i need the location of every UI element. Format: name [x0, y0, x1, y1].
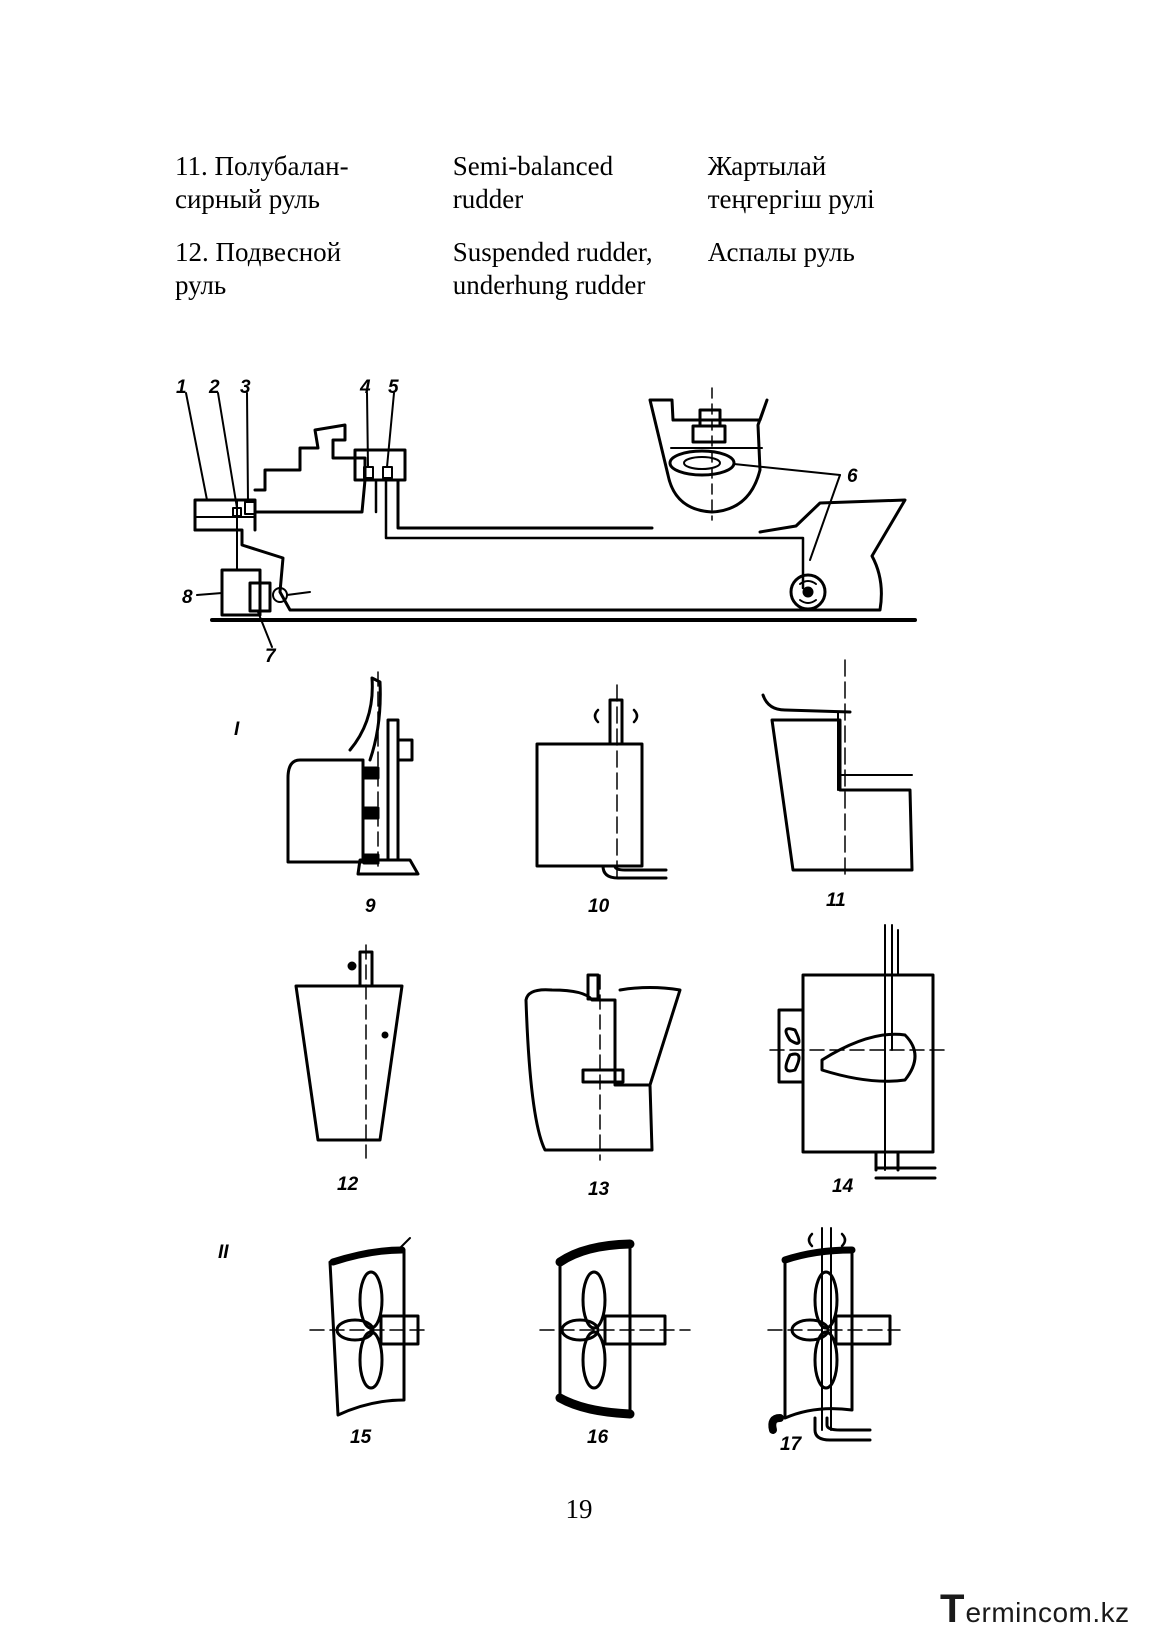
term-text: Semi-balanced — [452, 151, 614, 181]
group-label-ii: II — [218, 1242, 229, 1263]
callout-1: 1 — [176, 377, 187, 398]
rudder-panel-11 — [761, 659, 914, 881]
rudder-panel-16 — [539, 1239, 691, 1419]
panel-label-17: 17 — [780, 1434, 803, 1455]
callout-5: 5 — [388, 377, 399, 398]
term-text: 12. Подвесной — [175, 237, 342, 267]
callout-3: 3 — [240, 377, 251, 398]
rudder-panel-12 — [294, 944, 404, 1159]
page-number: 19 — [565, 1494, 593, 1524]
ship-schematic — [185, 387, 917, 648]
panel-label-10: 10 — [588, 896, 610, 917]
term-row-12: 12. Подвесной руль Suspended rudder, und… — [175, 236, 935, 302]
term-text: Suspended rudder, — [452, 237, 653, 267]
panel-label-9: 9 — [365, 896, 376, 917]
term-russian: 12. Подвесной руль — [175, 236, 453, 302]
watermark-text: ermincom.kz — [965, 1597, 1130, 1628]
callout-7: 7 — [265, 646, 277, 667]
rudder-panel-14 — [769, 924, 946, 1180]
term-russian: 11. Полубалан- сирный руль — [175, 150, 453, 216]
term-text: underhung rudder — [452, 270, 646, 300]
term-text: Жартылай — [707, 151, 827, 181]
rudder-panel-15 — [309, 1237, 431, 1417]
rudder-panel-17 — [767, 1227, 901, 1442]
term-row-11: 11. Полубалан- сирный руль Semi-balanced… — [175, 150, 935, 216]
term-text: rudder — [452, 184, 524, 214]
term-text: теңгергіш рулі — [707, 184, 875, 214]
term-text: 11. Полубалан- — [175, 151, 349, 181]
panel-label-15: 15 — [350, 1427, 372, 1448]
term-kazakh: Аспалы руль — [708, 236, 935, 302]
rudder-panel-9 — [286, 671, 420, 876]
term-english: Suspended rudder, underhung rudder — [453, 236, 708, 302]
callout-2: 2 — [208, 377, 220, 398]
term-english: Semi-balanced rudder — [453, 150, 708, 216]
term-text: сирный руль — [175, 184, 320, 214]
site-watermark: T ermincom.kz — [940, 1587, 1130, 1632]
panel-label-11: 11 — [826, 890, 846, 911]
watermark-initial: T — [940, 1587, 965, 1631]
callout-8: 8 — [182, 587, 193, 608]
rudder-panel-10 — [535, 684, 668, 881]
rudder-panel-13 — [524, 973, 682, 1161]
term-table: 11. Полубалан- сирный руль Semi-balanced… — [175, 150, 935, 322]
callout-6: 6 — [847, 466, 858, 487]
term-text: руль — [175, 270, 227, 300]
panel-label-14: 14 — [832, 1176, 854, 1197]
group-label-i: I — [234, 719, 240, 740]
term-text: Аспалы руль — [707, 237, 855, 267]
panel-label-12: 12 — [337, 1174, 359, 1195]
panel-label-16: 16 — [587, 1427, 609, 1448]
panel-label-13: 13 — [588, 1179, 610, 1200]
term-kazakh: Жартылай теңгергіш рулі — [708, 150, 935, 216]
callout-4: 4 — [359, 377, 371, 398]
